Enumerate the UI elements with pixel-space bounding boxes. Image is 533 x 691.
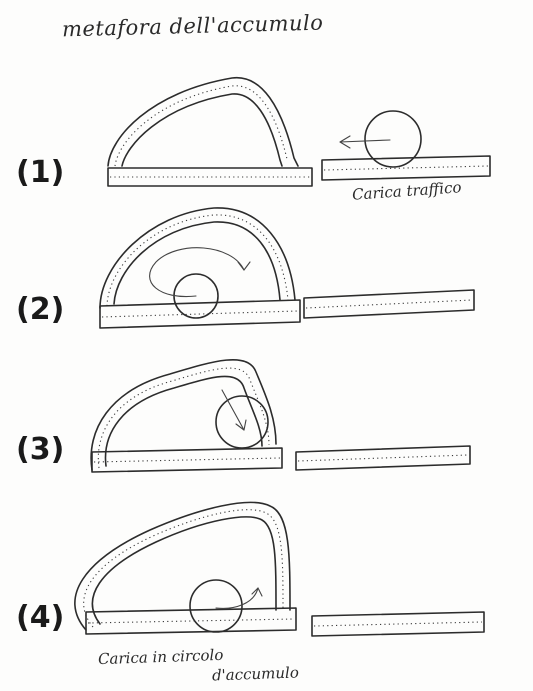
- step-4-exit-track: [312, 612, 484, 636]
- step-1-diagram: [108, 78, 490, 186]
- step-3-exit-track: [296, 446, 470, 470]
- step-4-arrow-icon: [216, 588, 262, 608]
- step-3-diagram: [91, 360, 470, 472]
- step-4-diagram: [75, 502, 484, 636]
- step-2-exit-track: [304, 290, 474, 318]
- step-4-track-loop-icon: [75, 502, 296, 634]
- step-3-track-loop-icon: [91, 360, 282, 472]
- step-2-diagram: [100, 208, 474, 328]
- step-3-ball-icon: [216, 396, 268, 448]
- step-4-ball-icon: [190, 580, 242, 632]
- step-2-track-loop-icon: [100, 208, 300, 328]
- step-1-track-loop-icon: [108, 78, 312, 186]
- step-2-arrow-icon: [150, 248, 250, 297]
- step-1-exit-track: [322, 156, 490, 180]
